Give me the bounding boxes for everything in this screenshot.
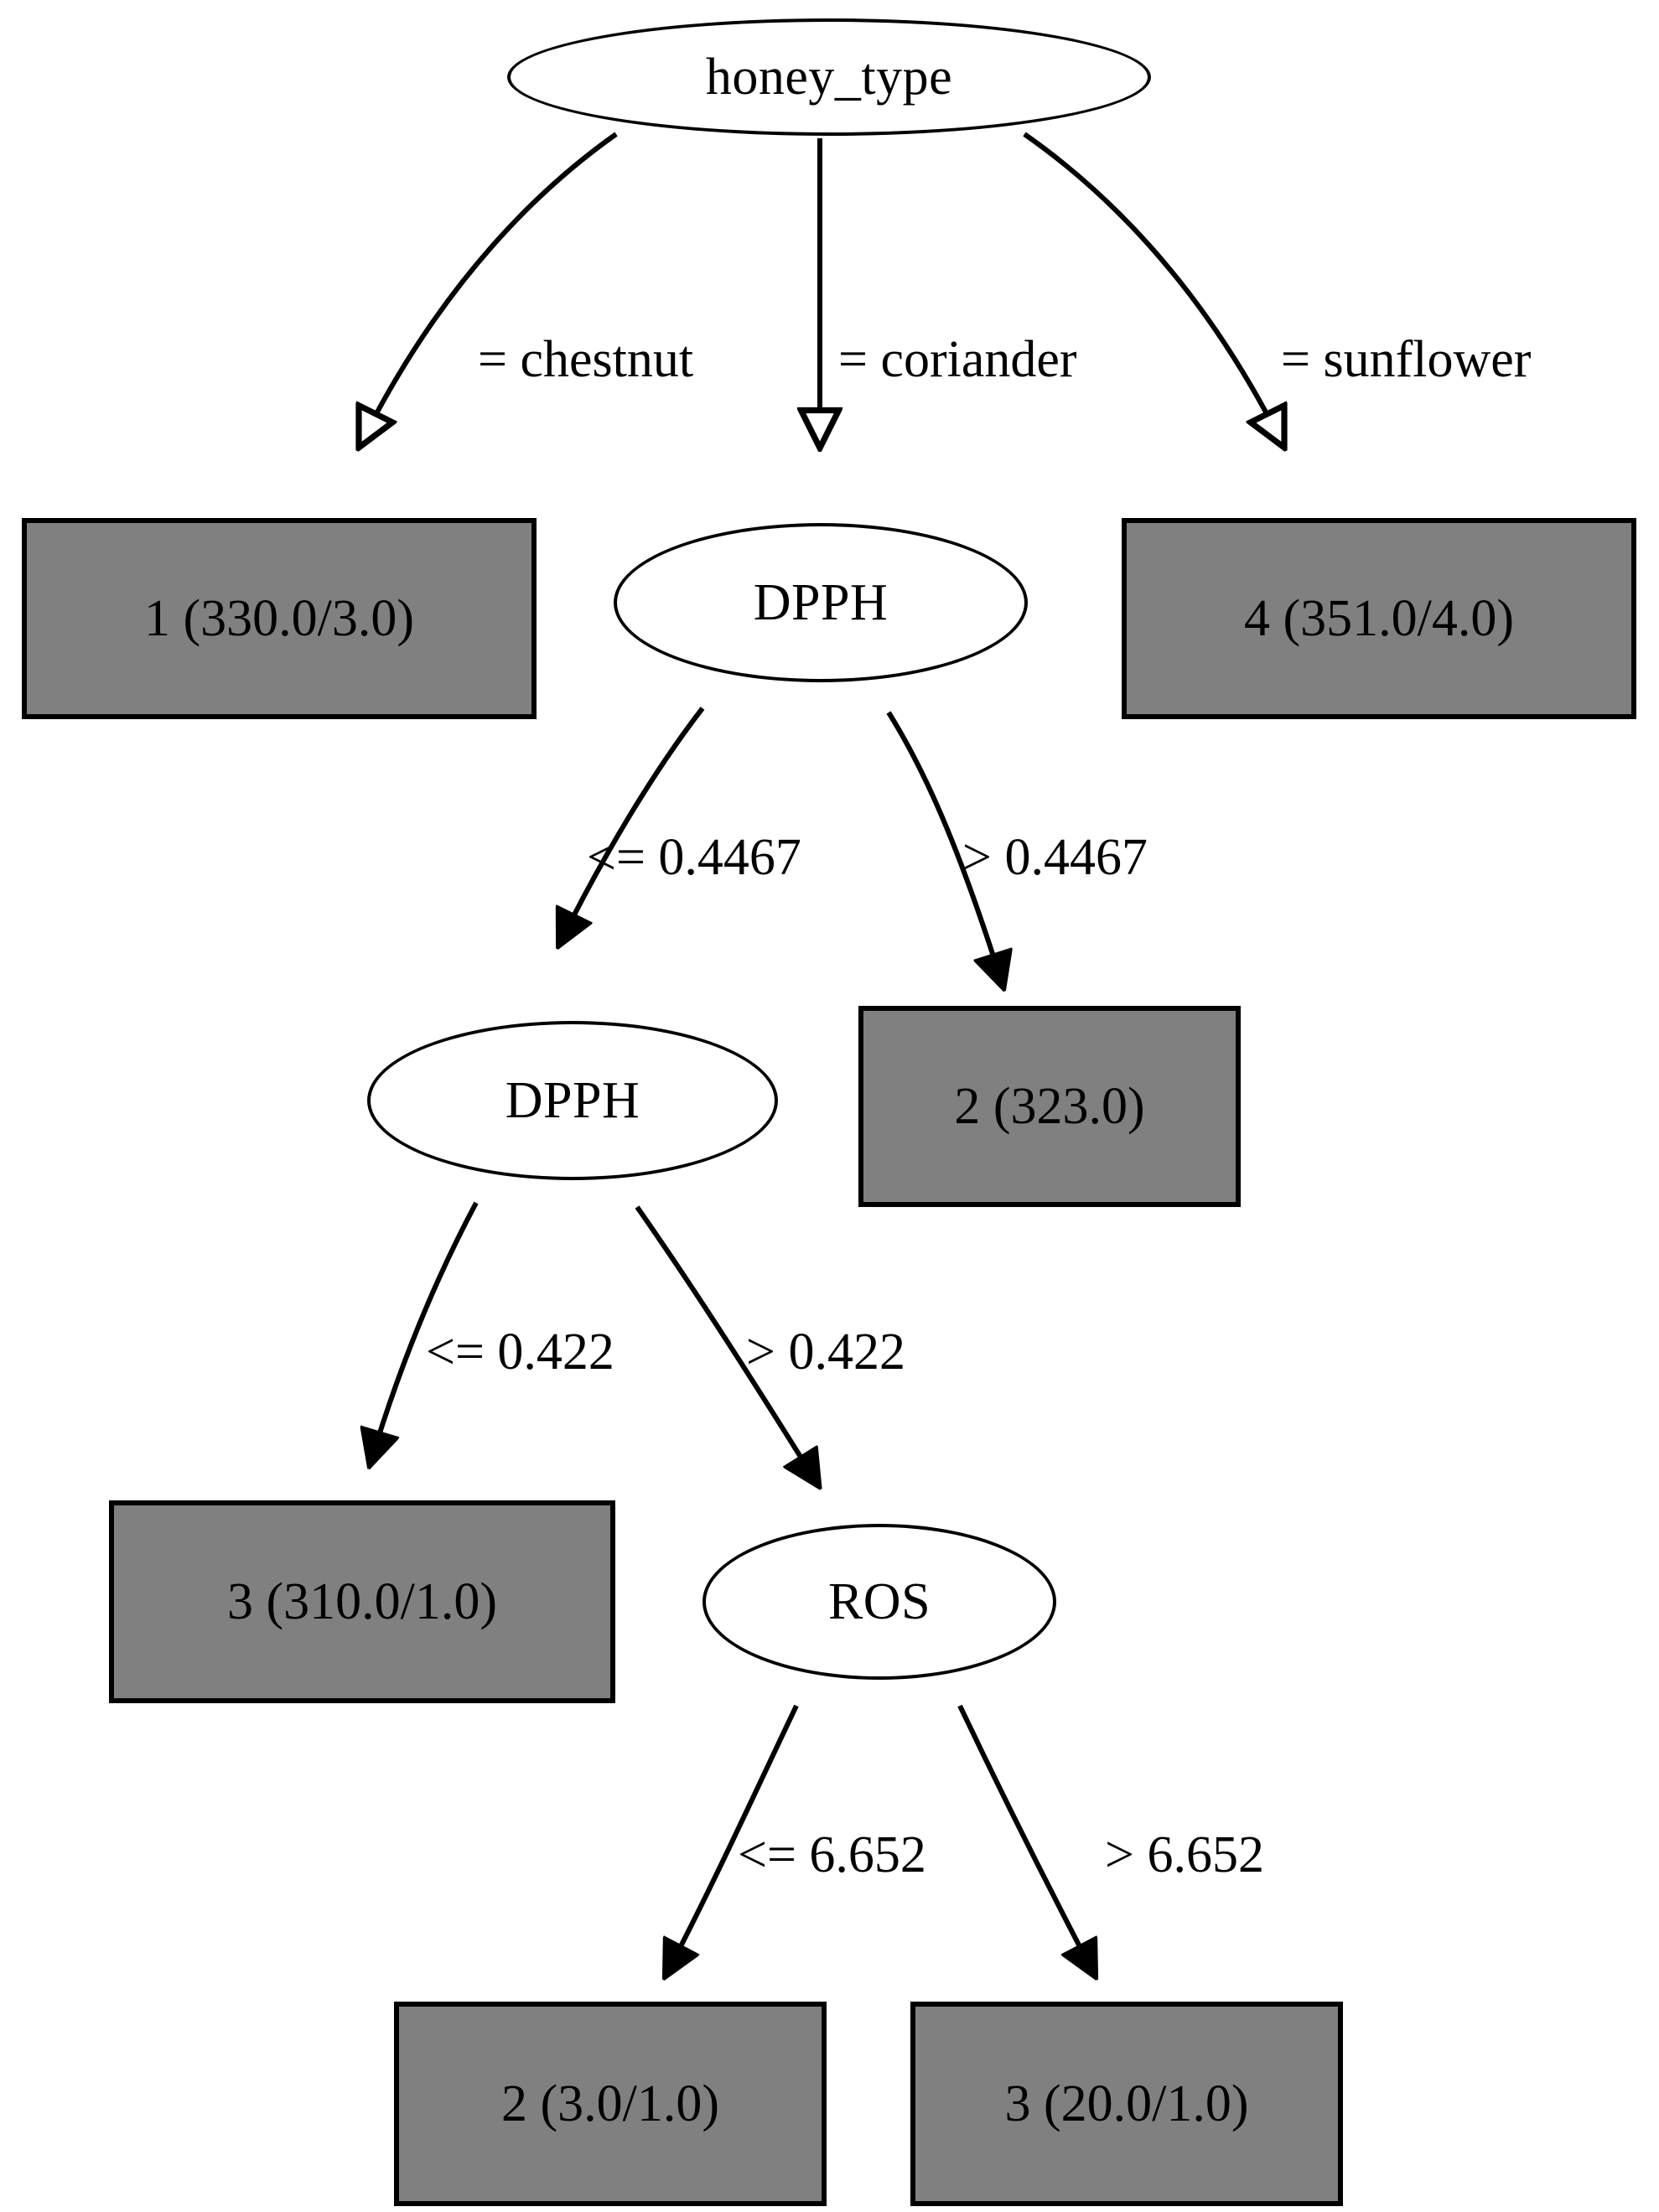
edge-label-sunflower: = sunflower	[1281, 331, 1532, 388]
edge-dpph2-le	[371, 1201, 479, 1463]
edge-dpph2-gt	[635, 1205, 817, 1484]
node-ros[interactable]: ROS	[702, 1524, 1056, 1680]
node-leaf-dpph2-le[interactable]: 3 (310.0/1.0)	[109, 1500, 615, 1703]
edge-label-dpph2-gt: > 0.422	[746, 1324, 905, 1381]
edge-ros-gt	[957, 1704, 1094, 1974]
node-leaf-ros-gt[interactable]: 3 (20.0/1.0)	[910, 2002, 1343, 2206]
edge-root-sunflower	[1023, 132, 1283, 444]
edge-label-ros-gt: > 6.652	[1105, 1826, 1264, 1883]
node-dpph-level2[interactable]: DPPH	[367, 1021, 778, 1180]
edge-label-dpph1-gt: > 0.4467	[962, 829, 1148, 886]
edge-root-chestnut	[360, 132, 618, 444]
edge-dpph1-gt	[886, 711, 1003, 985]
node-root-honey-type[interactable]: honey_type	[507, 18, 1151, 136]
node-dpph-level1[interactable]: DPPH	[614, 523, 1028, 682]
edge-label-chestnut: = chestnut	[478, 331, 694, 388]
node-leaf-ros-le[interactable]: 2 (3.0/1.0)	[394, 2002, 827, 2206]
node-leaf-chestnut[interactable]: 1 (330.0/3.0)	[22, 518, 537, 719]
node-leaf-dpph-gt[interactable]: 2 (323.0)	[858, 1006, 1241, 1207]
edge-label-ros-le: <= 6.652	[738, 1826, 926, 1883]
edge-dpph1-le	[560, 707, 705, 943]
edge-ros-le	[666, 1704, 799, 1974]
node-leaf-sunflower[interactable]: 4 (351.0/4.0)	[1122, 518, 1636, 719]
edge-label-dpph1-le: <= 0.4467	[587, 829, 801, 886]
edge-label-dpph2-le: <= 0.422	[426, 1324, 614, 1381]
edge-label-coriander: = coriander	[838, 331, 1077, 388]
